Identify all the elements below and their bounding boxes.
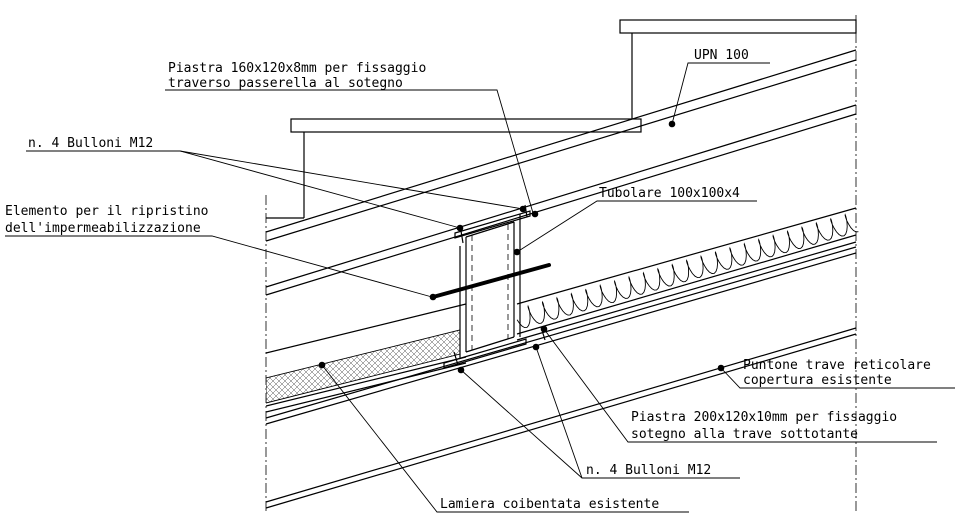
leader-dots [318, 120, 725, 374]
upper-walkway-frame [266, 19, 857, 219]
insulated-sheet-right [516, 207, 859, 341]
label-puntone-1: Puntone trave reticolare [743, 358, 931, 373]
truss-top-chord [265, 246, 857, 509]
label-piastra-bot-1: Piastra 200x120x10mm per fissaggio [631, 410, 897, 425]
tubular-support [443, 210, 531, 369]
waterproofing-element [431, 263, 551, 299]
label-elemento-1: Elemento per il ripristino [5, 204, 209, 219]
label-bulloni-bot: n. 4 Bulloni M12 [586, 463, 711, 478]
leader-lines [5, 62, 955, 513]
label-piastra-top-1: Piastra 160x120x8mm per fissaggio [168, 61, 426, 76]
label-piastra-top-2: traverso passerella al sotegno [168, 76, 403, 91]
label-lamiera: Lamiera coibentata esistente [440, 497, 659, 512]
label-piastra-bot-2: sotegno alla trave sottotante [631, 427, 858, 442]
label-bulloni-top: n. 4 Bulloni M12 [28, 136, 153, 151]
label-tubolare: Tubolare 100x100x4 [599, 186, 740, 201]
label-puntone-2: copertura esistente [743, 373, 892, 388]
insulated-sheet-left [266, 303, 467, 413]
label-elemento-2: dell'impermeabilizzazione [5, 221, 201, 236]
label-upn: UPN 100 [694, 48, 749, 63]
